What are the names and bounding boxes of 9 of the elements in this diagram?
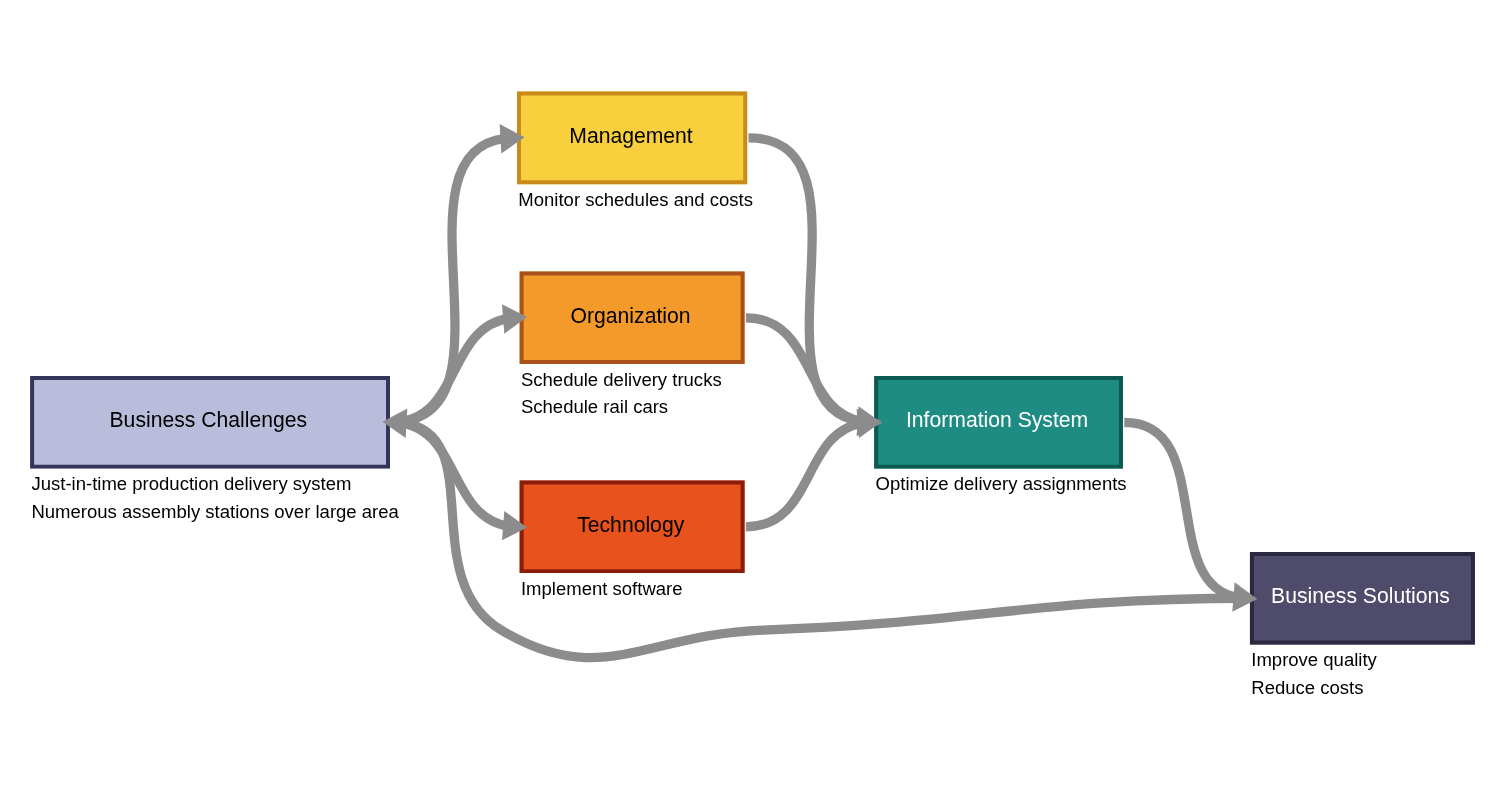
node-label: Implement software: [520, 577, 683, 599]
node-label: Improve quality: [1251, 648, 1377, 670]
node-label: Schedule rail cars: [520, 396, 669, 418]
node-label: Monitor schedules and costs: [518, 188, 753, 210]
node-label: Optimize delivery assignments: [875, 473, 1127, 495]
node-label: Numerous assembly stations over large area: [31, 500, 399, 522]
node-label: Schedule delivery trucks: [520, 368, 722, 390]
node-label: Just-in-time production delivery system: [31, 473, 352, 495]
node-label: Reduce costs: [1251, 676, 1364, 698]
